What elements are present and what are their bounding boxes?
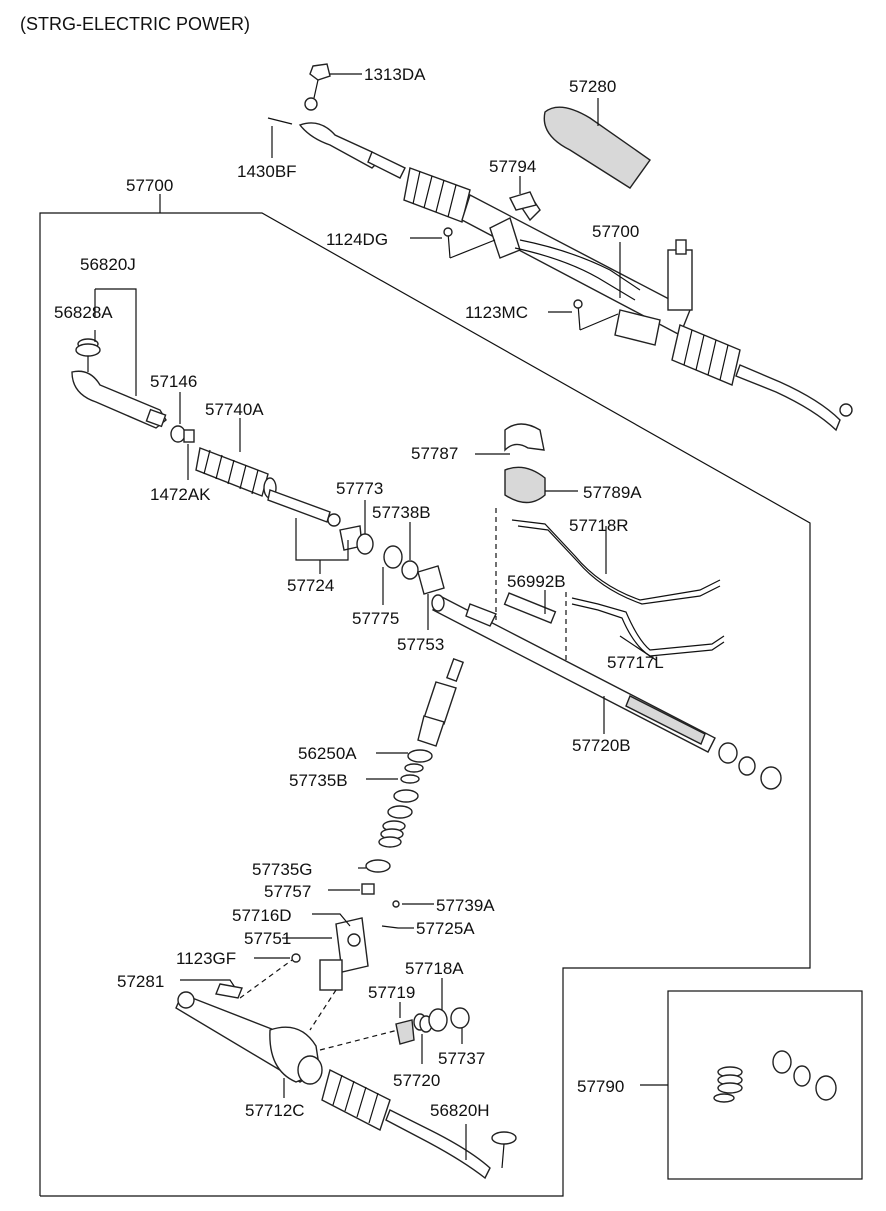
kit-ring-3 [815, 1075, 837, 1101]
ball-joint-top [304, 97, 318, 111]
label-1472ak: 1472AK [150, 485, 211, 504]
clamp-57794 [509, 191, 537, 211]
label-57724: 57724 [287, 576, 334, 595]
screw-57725a [381, 925, 399, 929]
ring-57738b [401, 560, 419, 580]
ring-57775 [383, 545, 403, 569]
plug-57757 [361, 883, 375, 895]
kit-spring [713, 1066, 743, 1103]
rack-bar-57720b [431, 594, 716, 753]
label-57789a: 57789A [583, 483, 642, 502]
label-57773: 57773 [336, 479, 383, 498]
ring-rack-end-1 [718, 742, 738, 764]
bracket-57281 [215, 983, 243, 999]
label-1430bf: 1430BF [237, 162, 297, 181]
label-57281: 57281 [117, 972, 164, 991]
label-57720b: 57720B [572, 736, 631, 755]
label-57712c: 57712C [245, 1101, 305, 1120]
return-line-57717l [571, 597, 725, 651]
label-57787: 57787 [411, 444, 458, 463]
ring-57737 [450, 1007, 470, 1029]
bolt-1123gf [291, 953, 301, 963]
feed-line-57718r [511, 519, 721, 601]
tie-rod-left [71, 338, 167, 429]
cotter-pin-shape [267, 117, 293, 125]
label-56828a: 56828A [54, 303, 113, 322]
assembly-outline [39, 212, 811, 1197]
label-57719: 57719 [368, 983, 415, 1002]
bushing-57789a [504, 466, 546, 504]
label-57735g: 57735G [252, 860, 313, 879]
label-57717l: 57717L [607, 653, 664, 672]
label-57716d: 57716D [232, 906, 292, 925]
label-57737: 57737 [438, 1049, 485, 1068]
label-57718a: 57718A [405, 959, 464, 978]
seal-56250a [407, 749, 433, 763]
ring-57735g [365, 859, 391, 873]
boot-bottom-right [321, 1068, 391, 1131]
boot-right-top [671, 324, 741, 386]
label-57700-top: 57700 [592, 222, 639, 241]
label-57739a: 57739A [436, 896, 495, 915]
tie-rod-right-top [735, 364, 841, 432]
label-57794: 57794 [489, 157, 536, 176]
label-57753: 57753 [397, 635, 444, 654]
label-57757: 57757 [264, 882, 311, 901]
ring-57718a [428, 1008, 448, 1032]
label-1123mc: 1123MC [465, 303, 528, 322]
label-56250a: 56250A [298, 744, 357, 763]
nut-1313da-shape [309, 63, 331, 81]
label-1313da: 1313DA [364, 65, 426, 84]
label-56820j: 56820J [80, 255, 136, 274]
rack-housing-57712c [175, 991, 323, 1085]
lock-nut-57146 [170, 425, 186, 443]
inner-rod-57724 [267, 489, 363, 551]
ball-57739a [392, 900, 400, 908]
label-57700-box: 57700 [126, 176, 173, 195]
assembled-rack-top [267, 63, 853, 432]
washer-57773 [356, 533, 374, 555]
label-57740a: 57740A [205, 400, 264, 419]
bracket-57787 [504, 423, 545, 452]
clip-1472ak [183, 429, 195, 443]
boot-left-top [403, 167, 471, 223]
clamp-56992b [503, 592, 557, 624]
label-57790: 57790 [577, 1077, 624, 1096]
label-57725a: 57725A [416, 919, 475, 938]
label-57751: 57751 [244, 929, 291, 948]
label-56992b: 56992B [507, 572, 566, 591]
ring-57735b [400, 774, 420, 784]
label-57738b: 57738B [372, 503, 431, 522]
label-57718r: 57718R [569, 516, 629, 535]
tie-rod-arm-left [71, 370, 167, 429]
label-57775: 57775 [352, 609, 399, 628]
label-57146: 57146 [150, 372, 197, 391]
label-1123gf: 1123GF [176, 949, 236, 968]
ring-rack-end-3 [760, 766, 782, 790]
label-57720: 57720 [393, 1071, 440, 1090]
valve-body-top [667, 249, 693, 311]
kit-ring-2 [793, 1065, 811, 1087]
diagram-title: (STRG-ELECTRIC POWER) [20, 14, 250, 34]
kit-ring-1 [772, 1050, 792, 1074]
label-57735b: 57735B [289, 771, 348, 790]
tie-rod-bottom-right [385, 1109, 491, 1180]
spring-pinion [378, 820, 406, 848]
label-56820h: 56820H [430, 1101, 490, 1120]
ring-rack-end-2 [738, 756, 756, 776]
label-57280: 57280 [569, 77, 616, 96]
heat-shield [543, 106, 651, 189]
plug-57719 [395, 1019, 415, 1045]
pinion-shaft [417, 657, 465, 747]
label-1124dg: 1124DG [326, 230, 388, 249]
valve-housing-57716d [319, 917, 369, 991]
bushing-57753 [417, 565, 445, 595]
